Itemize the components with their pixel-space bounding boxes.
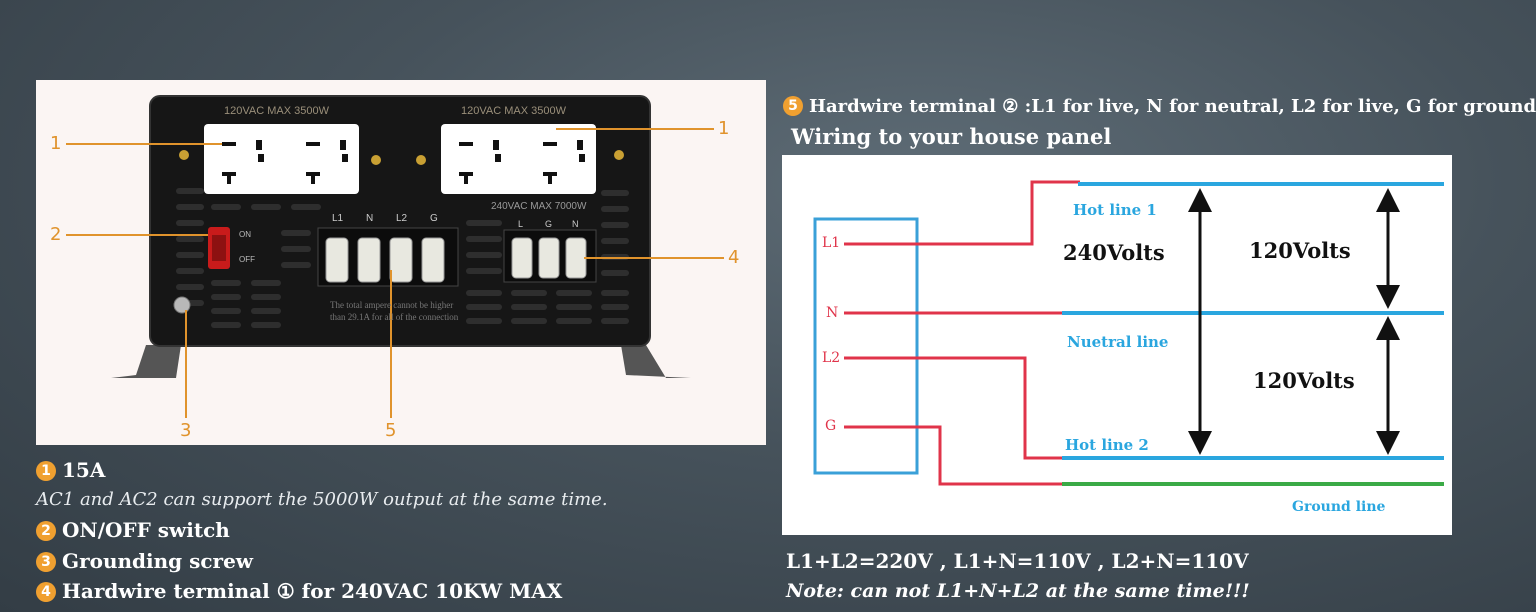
legend-badge-1: 1 [36, 461, 56, 481]
volts-120-top-label: 120Volts [1249, 238, 1351, 263]
terminal-g-label: G [825, 418, 837, 434]
terminal-label-r-g: G [545, 219, 553, 229]
warning-text-line2: than 29.1A for all of the connection [330, 312, 459, 322]
legend-item-4: 4 Hardwire terminal ① for 240VAC 10KW MAX [36, 579, 562, 603]
outlet-label-right: 120VAC MAX 3500W [461, 105, 566, 117]
terminal-label-r-n: N [572, 219, 579, 229]
vent-slots [176, 188, 629, 328]
terminal-header-label: 240VAC MAX 7000W [491, 201, 587, 212]
legend-item-3-title: Grounding screw [62, 549, 254, 573]
wiring-diagram-svg [813, 180, 1444, 486]
bus-lines [1062, 182, 1444, 460]
switch-off-label: OFF [239, 255, 255, 264]
power-switch-rocker [212, 235, 226, 261]
terminal-l2-label: L2 [822, 350, 841, 366]
wiring-heading-badge: 5 [783, 96, 803, 116]
hot-line-2-label: Hot line 2 [1065, 436, 1149, 454]
callout-1-right: 1 [718, 118, 730, 139]
terminal-n-label: N [826, 305, 839, 321]
callout-4: 4 [728, 247, 740, 268]
callout-2: 2 [50, 224, 62, 245]
wiring-note: Note: can not L1+N+L2 at the same time!!… [786, 580, 1250, 602]
wiring-heading-text: Hardwire terminal ② :L1 for live, N for … [809, 96, 1536, 117]
wiring-subheading: Wiring to your house panel [791, 124, 1112, 149]
left-foot [111, 345, 181, 378]
terminal-l1-label: L1 [822, 235, 841, 251]
outlet-label-left: 120VAC MAX 3500W [224, 105, 329, 117]
neutral-line-label: Nuetral line [1067, 333, 1169, 351]
terminal-screws-right [511, 237, 587, 279]
ac-outlet-left [204, 124, 359, 194]
volts-240-label: 240Volts [1063, 240, 1165, 265]
terminal-label-r-l: L [518, 219, 524, 229]
legend-item-1-title: 15A [62, 458, 106, 482]
terminal-screws-left [325, 237, 445, 283]
callout-5: 5 [385, 420, 397, 441]
panel-terminal-box [813, 217, 919, 475]
inverter-illustration [66, 95, 724, 418]
legend-item-3: 3 Grounding screw [36, 549, 253, 573]
legend-badge-3: 3 [36, 552, 56, 572]
legend-item-2: 2 ON/OFF switch [36, 518, 230, 542]
voltage-arrows [1198, 200, 1390, 440]
ground-line-label: Ground line [1292, 499, 1386, 515]
volts-120-bottom-label: 120Volts [1253, 368, 1355, 393]
callout-lines [66, 128, 724, 418]
live-wires [844, 180, 1080, 486]
terminal-label-l1: L1 [332, 213, 344, 224]
legend-item-1: 1 15A [36, 458, 105, 482]
wiring-heading: 5 Hardwire terminal ② :L1 for live, N for… [783, 96, 1536, 117]
warning-text-line1: The total ampere cannot be higher [330, 300, 454, 310]
arrow-heads [1188, 188, 1400, 455]
ac-outlet-right [441, 124, 596, 194]
wiring-diagram: L1 N L2 G Hot line 1 Nuetral line Hot li… [782, 155, 1452, 535]
legend-badge-4: 4 [36, 582, 56, 602]
voltage-formula: L1+L2=220V , L1+N=110V , L2+N=110V [786, 549, 1249, 573]
legend-badge-2: 2 [36, 521, 56, 541]
switch-on-label: ON [239, 230, 251, 239]
terminal-label-l2: L2 [396, 213, 408, 224]
terminal-label-g: G [430, 213, 438, 224]
hot-line-1-label: Hot line 1 [1073, 201, 1157, 219]
legend-item-2-title: ON/OFF switch [62, 518, 230, 542]
product-photo-panel: 120VAC MAX 3500W 120VAC MAX 3500W 240VAC… [36, 80, 766, 445]
right-foot [621, 345, 691, 378]
grounding-screw [173, 296, 191, 314]
callout-1-left: 1 [50, 133, 62, 154]
callout-3: 3 [180, 420, 192, 441]
legend-item-4-title: Hardwire terminal ① for 240VAC 10KW MAX [62, 579, 563, 603]
outlet-pins [222, 140, 585, 184]
terminal-label-n: N [366, 213, 374, 224]
screws [179, 150, 624, 165]
legend-item-1-note: AC1 and AC2 can support the 5000W output… [36, 489, 608, 510]
